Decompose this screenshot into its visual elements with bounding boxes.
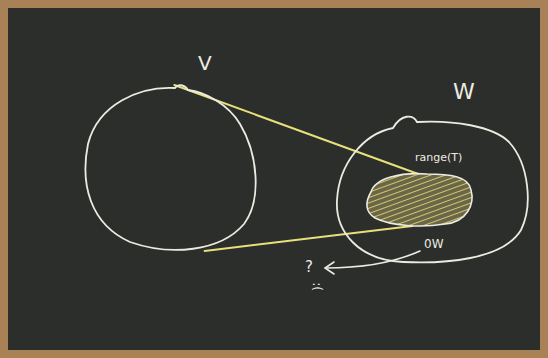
node-label: range(T) [413, 152, 464, 164]
vector-space-blob: V [80, 84, 258, 252]
zero-vector-label: 0W [424, 238, 444, 251]
arrow-head [325, 262, 334, 274]
sad-face: :( [310, 282, 323, 291]
node-label: W [453, 80, 475, 104]
mapping-lines [174, 85, 423, 251]
range-region: range(T) [361, 152, 475, 228]
outline [80, 84, 258, 252]
leader-arrow [326, 251, 420, 268]
question-mark: ? [305, 259, 313, 276]
node-label: V [198, 52, 212, 74]
